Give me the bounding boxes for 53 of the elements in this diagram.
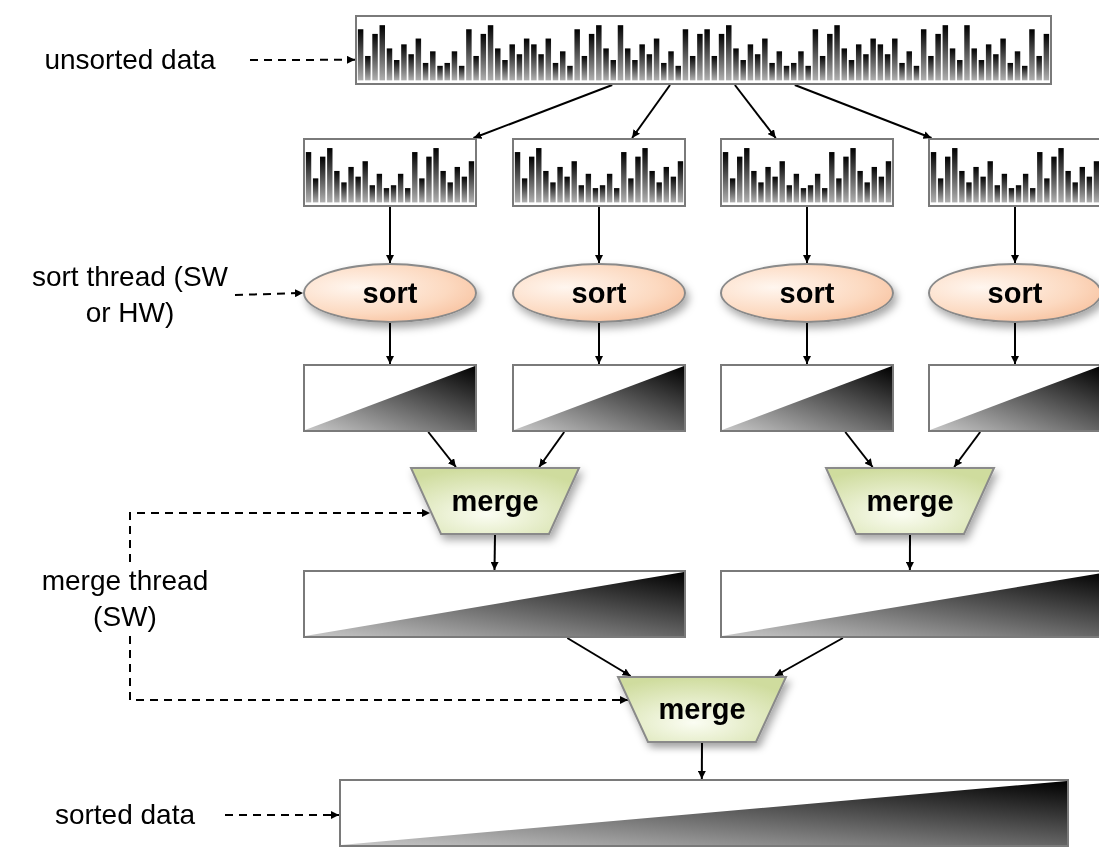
sorted-data-drawing xyxy=(928,364,1099,432)
arrow xyxy=(595,322,603,365)
arrow xyxy=(844,431,874,468)
arrow xyxy=(905,534,914,571)
annotation-text: sort thread (SW or HW) xyxy=(25,258,235,332)
dashed-arrow xyxy=(129,635,629,704)
merge-label: merge xyxy=(866,486,954,516)
arrow xyxy=(803,322,811,365)
unsorted-data-drawing xyxy=(355,15,1052,85)
arrow xyxy=(538,431,566,468)
arrow xyxy=(631,84,671,139)
arrow xyxy=(1011,322,1019,365)
arrow xyxy=(774,637,844,677)
sorted-data-drawing xyxy=(512,364,686,432)
annotation-text: unsorted data xyxy=(10,44,250,76)
arrow xyxy=(490,534,499,571)
sorted-data-drawing xyxy=(303,570,686,638)
sorted-data-drawing xyxy=(720,570,1099,638)
arrow xyxy=(697,742,706,780)
unsorted-data-drawing xyxy=(720,138,894,207)
sort-label: sort xyxy=(779,278,835,308)
arrow xyxy=(733,84,777,139)
arrow xyxy=(386,206,394,264)
unsorted-data-drawing xyxy=(512,138,686,207)
unsorted-data-drawing xyxy=(303,138,477,207)
annotation-text: merge thread (SW) xyxy=(25,562,225,636)
arrow xyxy=(566,637,632,677)
arrow xyxy=(953,431,982,468)
dashed-arrow xyxy=(249,55,356,64)
sort-ellipse xyxy=(928,263,1099,323)
arrow xyxy=(1011,206,1019,264)
merge-label: merge xyxy=(451,486,539,516)
dashed-arrow xyxy=(224,811,340,819)
sort-ellipse xyxy=(512,263,686,323)
sorted-data-drawing xyxy=(339,779,1069,847)
arrow xyxy=(595,206,603,264)
dashed-arrow xyxy=(234,289,304,298)
sort-label: sort xyxy=(987,278,1043,308)
arrow xyxy=(472,84,614,139)
sort-label: sort xyxy=(571,278,627,308)
annotation-text: sorted data xyxy=(25,799,225,831)
dashed-arrow xyxy=(129,509,431,563)
merge-label: merge xyxy=(658,695,746,724)
sorted-data-drawing xyxy=(720,364,894,432)
sort-label: sort xyxy=(362,278,418,308)
arrow xyxy=(427,431,457,468)
arrow xyxy=(793,84,933,139)
sorted-data-drawing xyxy=(303,364,477,432)
unsorted-data-drawing xyxy=(928,138,1099,207)
sort-ellipse xyxy=(720,263,894,323)
arrow xyxy=(803,206,811,264)
arrow xyxy=(386,322,394,365)
sort-ellipse xyxy=(303,263,477,323)
